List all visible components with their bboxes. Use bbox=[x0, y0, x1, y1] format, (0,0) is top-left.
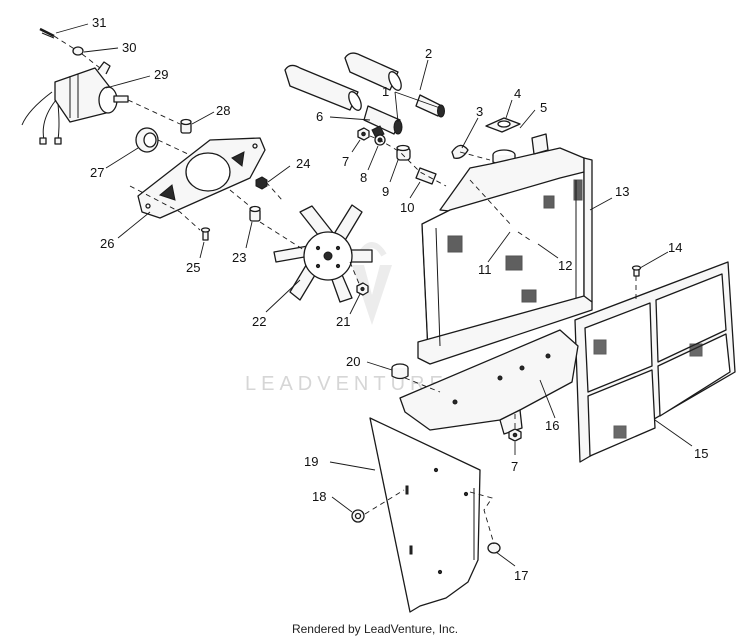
part-7-nut-lower bbox=[508, 428, 522, 442]
part-23-spacer bbox=[249, 205, 261, 222]
callout-12: 12 bbox=[558, 258, 572, 273]
part-24-nut bbox=[255, 176, 268, 190]
part-25-screw bbox=[200, 227, 211, 241]
lower-hose bbox=[284, 64, 362, 111]
callout-14: 14 bbox=[668, 240, 682, 255]
upper-hose bbox=[344, 52, 402, 91]
part-20-grommet bbox=[391, 363, 409, 380]
callout-21: 21 bbox=[336, 314, 350, 329]
callout-4: 4 bbox=[514, 86, 521, 101]
callout-10: 10 bbox=[400, 200, 414, 215]
part-27-hub bbox=[135, 127, 159, 153]
part-14-screw bbox=[631, 265, 642, 277]
callout-3: 3 bbox=[476, 104, 483, 119]
part-30-nut bbox=[72, 46, 84, 56]
callout-23: 23 bbox=[232, 250, 246, 265]
callout-5: 5 bbox=[540, 100, 547, 115]
leader-lines bbox=[55, 23, 693, 567]
callout-24: 24 bbox=[296, 156, 310, 171]
callout-6: 6 bbox=[316, 109, 323, 124]
callout-15: 15 bbox=[694, 446, 708, 461]
part-9-grommet bbox=[396, 144, 411, 161]
callout-28: 28 bbox=[216, 103, 230, 118]
callout-30: 30 bbox=[122, 40, 136, 55]
part-29-fan-motor bbox=[21, 61, 129, 145]
callout-2: 2 bbox=[425, 46, 432, 61]
callout-11: 11 bbox=[478, 262, 492, 277]
callout-19: 19 bbox=[304, 454, 318, 469]
part-10-spacer bbox=[415, 167, 437, 185]
callout-7-lower: 7 bbox=[511, 459, 518, 474]
callout-18: 18 bbox=[312, 489, 326, 504]
part-16-bracket bbox=[399, 329, 579, 435]
part-13-radiator bbox=[417, 133, 593, 365]
callout-22: 22 bbox=[252, 314, 266, 329]
part-17-bumper bbox=[487, 542, 501, 554]
callout-7: 7 bbox=[342, 154, 349, 169]
part-22-fan-blade bbox=[273, 204, 373, 303]
part-28-spacer bbox=[180, 118, 192, 134]
part-31-wire-terminal bbox=[39, 27, 55, 39]
callout-31: 31 bbox=[92, 15, 106, 30]
part-19-shroud-panel bbox=[369, 417, 481, 613]
part-1-hose-fitting bbox=[363, 94, 445, 135]
part-7-nut bbox=[357, 127, 370, 141]
footer-credit: Rendered by LeadVenture, Inc. bbox=[291, 622, 459, 636]
assembly-lines bbox=[53, 35, 637, 545]
callout-labels: 1 2 3 4 5 6 7 8 9 10 11 12 13 14 15 16 7… bbox=[90, 15, 708, 583]
callout-25: 25 bbox=[186, 260, 200, 275]
callout-9: 9 bbox=[382, 184, 389, 199]
callout-27: 27 bbox=[90, 165, 104, 180]
part-21-nut bbox=[356, 282, 369, 296]
part-15-screen bbox=[574, 261, 736, 463]
callout-8: 8 bbox=[360, 170, 367, 185]
callout-29: 29 bbox=[154, 67, 168, 82]
part-4-radiator-cap bbox=[485, 117, 521, 133]
callout-26: 26 bbox=[100, 236, 114, 251]
callout-16: 16 bbox=[545, 418, 559, 433]
watermark-text: LEADVENTURE bbox=[245, 373, 448, 395]
callout-1: 1 bbox=[382, 84, 389, 99]
callout-20: 20 bbox=[346, 354, 360, 369]
callout-13: 13 bbox=[615, 184, 629, 199]
part-18-grommet bbox=[351, 509, 365, 523]
part-3-clamp bbox=[451, 144, 469, 159]
callout-17: 17 bbox=[514, 568, 528, 583]
part-26-mount-bracket bbox=[137, 137, 266, 219]
